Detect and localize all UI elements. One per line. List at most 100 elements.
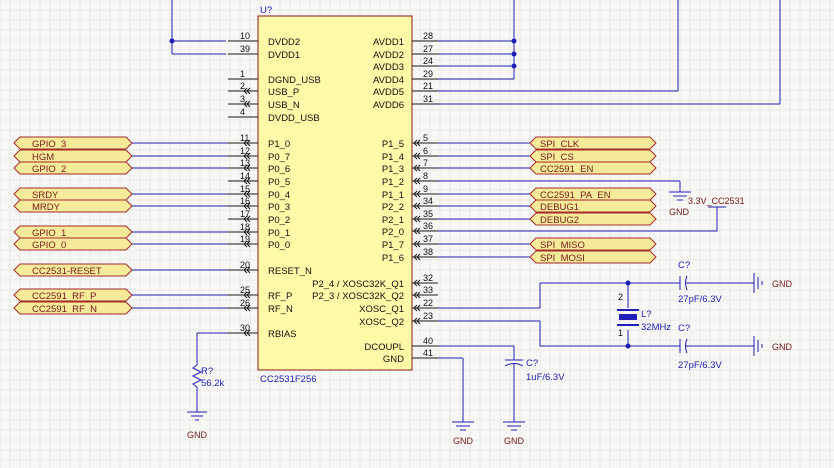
chip-body	[257, 15, 413, 371]
pin-number: 10	[240, 31, 250, 41]
pin-name: RF_P	[268, 291, 292, 302]
net-port-left[interactable]: GPIO_2	[13, 161, 228, 175]
pin-number: 15	[240, 184, 250, 194]
net-port-label: CC2591_PA_EN	[540, 190, 611, 201]
net-port-label: SPI_MISO	[540, 240, 585, 251]
net-port-left[interactable]: CC2591_RF_N	[13, 301, 228, 315]
p20-supply-wire: 3.3V_CC2531	[438, 196, 745, 232]
pin-name: XOSC_Q1	[359, 304, 404, 315]
pin-number: 31	[423, 94, 433, 104]
pin-name: P2_4 / XOSC32K_Q1	[312, 279, 404, 290]
xtal1-designator: C?	[678, 260, 690, 271]
pin-name: P1_7	[382, 240, 404, 251]
net-port-right[interactable]: SPI_MISO	[438, 237, 657, 251]
gnd-label-p12: GND	[669, 207, 690, 217]
net-port-left[interactable]: GPIO_0	[13, 237, 228, 251]
pin-number: 2	[240, 81, 245, 91]
net-port-right[interactable]: CC2591_PA_EN	[438, 187, 657, 201]
net-port-label: GPIO_0	[32, 240, 66, 251]
pin-name: P1_2	[382, 177, 404, 188]
pin-name: P2_1	[382, 215, 404, 226]
pin-name: P1_4	[382, 152, 404, 163]
net-port-right[interactable]: SPI_CLK	[438, 136, 657, 150]
pin-number: 17	[240, 209, 250, 219]
net-port-right[interactable]: CC2591_EN	[438, 161, 657, 175]
pin-number: 19	[240, 234, 250, 244]
pin-name: P2_3 / XOSC32K_Q2	[312, 291, 404, 302]
chip-designator: U?	[260, 5, 272, 16]
pin-number: 39	[240, 44, 250, 54]
net-port-label: GPIO_2	[32, 164, 66, 175]
pin-name: P0_1	[268, 228, 290, 239]
pin-number: 40	[423, 336, 433, 346]
net-port-right[interactable]: DEBUG1	[438, 199, 657, 213]
net-port-left[interactable]: CC2531-RESET	[13, 263, 228, 277]
net-port-label: SRDY	[32, 190, 59, 201]
net-port-left[interactable]: GPIO_3	[13, 136, 228, 150]
pin-name: P0_3	[268, 202, 290, 213]
net-port-left[interactable]: MRDY	[13, 199, 228, 213]
p12-gnd-wire: GND	[438, 180, 691, 217]
pin-name: RBIAS	[268, 329, 297, 340]
net-port-left[interactable]: CC2591_RF_P	[13, 288, 228, 302]
net-port-right[interactable]: SPI_CS	[438, 149, 657, 163]
net-port-left[interactable]: GPIO_1	[13, 225, 228, 239]
xtal-capacitor-2: C? 27pF/6.3V GND	[678, 323, 793, 371]
pin-number: 11	[240, 133, 249, 143]
pin-name: P1_3	[382, 164, 404, 175]
gnd-label-chip: GND	[453, 436, 474, 446]
chip-pin-right: 6P1_4	[382, 146, 438, 163]
pin-number: 38	[423, 247, 433, 257]
net-port-right[interactable]: SPI_MOSI	[438, 250, 657, 264]
pin-number: 16	[240, 196, 250, 206]
xtal-capacitor-1: C? 27pF/6.3V GND	[678, 260, 793, 305]
rbias-resistor: R? 56.2k	[191, 332, 228, 412]
net-port-right[interactable]: DEBUG2	[438, 212, 657, 226]
pin-name: P2_2	[382, 202, 404, 213]
rbias-value: 56.2k	[201, 378, 224, 389]
chip-pin-right: 7P1_3	[382, 158, 438, 175]
pin-number: 21	[423, 81, 433, 91]
pin-name: P0_0	[268, 240, 290, 251]
dcoupl-designator: C?	[526, 358, 538, 369]
net-port-left[interactable]: HGM	[13, 149, 228, 163]
net-port-label: CC2591_RF_P	[32, 291, 96, 302]
pin-name: DCOUPL	[364, 342, 404, 353]
pin-name: RESET_N	[268, 266, 312, 277]
pin-name: P1_5	[382, 139, 404, 150]
power-wires	[169, 0, 781, 105]
pin-name: P0_5	[268, 177, 290, 188]
pin-name: DVDD2	[268, 37, 300, 48]
pin-number: 14	[240, 171, 250, 181]
net-port-label: MRDY	[32, 202, 61, 213]
net-port-label: SPI_CS	[540, 152, 574, 163]
pin-number: 24	[423, 56, 433, 66]
crystal-pin1: 1	[618, 328, 623, 338]
pin-number: 32	[423, 273, 433, 283]
pin-name: AVDD6	[373, 100, 404, 111]
pin-name: DGND_USB	[268, 75, 321, 86]
pin-number: 7	[423, 158, 428, 168]
gnd-label-rbias: GND	[187, 430, 208, 440]
pin-number: 4	[240, 107, 245, 117]
